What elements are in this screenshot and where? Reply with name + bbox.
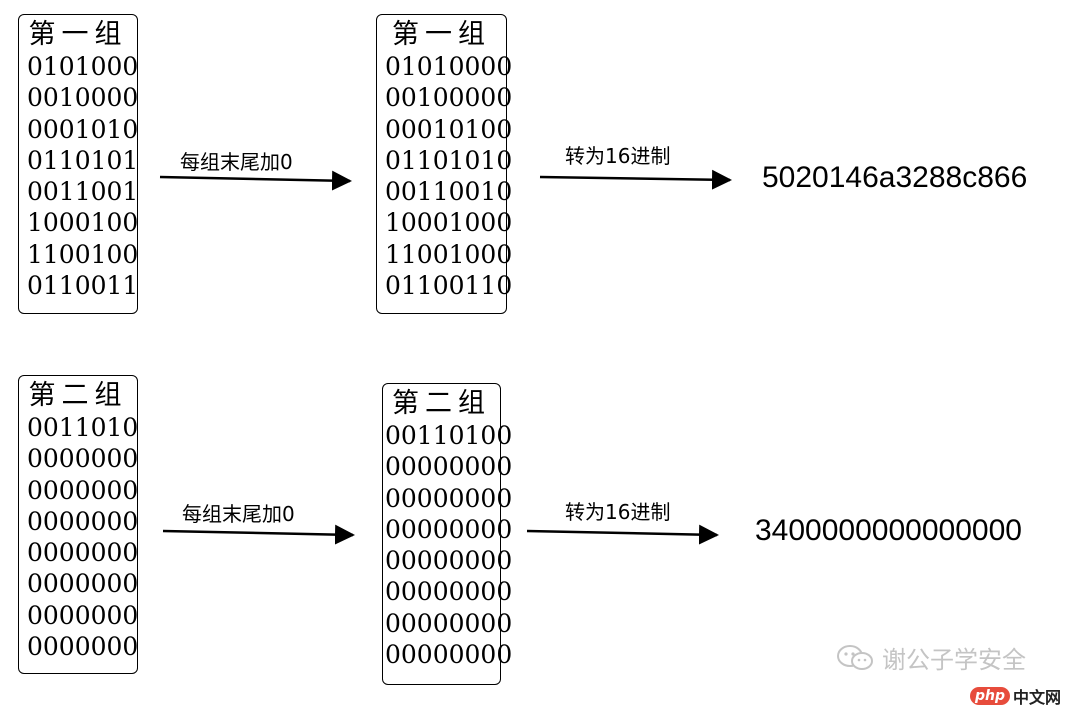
group1-padded-row: 00110010 — [385, 177, 513, 207]
group2-padded-row: 00000000 — [385, 483, 513, 513]
group2-padded-row: 00000000 — [385, 608, 513, 638]
watermark-text: 谢公子学安全 — [882, 646, 1026, 674]
group1-hex-result: 5020146a3288c866 — [762, 161, 1028, 194]
group1-original-row: 0011001 — [27, 177, 139, 207]
group1-padded-row: 01100110 — [385, 271, 513, 301]
php-badge: php — [970, 687, 1011, 705]
wechat-icon — [836, 644, 876, 678]
group1-step2-label: 转为16进制 — [565, 144, 671, 168]
group2-original-row: 0000000 — [27, 475, 139, 505]
group1-original-title: 第一组 — [28, 19, 128, 50]
group1-step2-arrow — [539, 169, 732, 190]
group2-original-row: 0011010 — [27, 413, 139, 442]
group1-original-row: 0101000 — [27, 52, 139, 81]
group2-padded-row: 00000000 — [385, 514, 513, 544]
group1-step1-label: 每组末尾加0 — [180, 150, 293, 174]
group2-original-title: 第二组 — [28, 380, 128, 411]
group2-original-box: 第二组 0011010 0000000 0000000 0000000 0000… — [18, 375, 138, 674]
group1-original-row: 0001010 — [27, 114, 139, 144]
group1-padded-row: 11001000 — [385, 239, 513, 269]
group2-step1-arrow — [162, 524, 355, 545]
group2-original-row: 0000000 — [27, 632, 139, 662]
group1-padded-title: 第一组 — [392, 19, 491, 50]
group1-original-row: 1000100 — [27, 208, 139, 238]
group1-original-row: 0110011 — [27, 271, 139, 301]
php-cn-logo: php 中文网 — [970, 684, 1061, 708]
group1-padded-row: 00010100 — [385, 114, 513, 144]
group2-original-row: 0000000 — [27, 600, 139, 630]
group1-original-box: 第一组 0101000 0010000 0001010 0110101 0011… — [18, 14, 138, 314]
group1-original-row: 0010000 — [27, 83, 139, 113]
group1-padded-row: 10001000 — [385, 208, 513, 238]
group2-padded-row: 00000000 — [385, 640, 513, 670]
group2-padded-box: 第二组 00110100 00000000 00000000 00000000 … — [382, 383, 513, 685]
group2-padded-title: 第二组 — [392, 388, 491, 419]
group2-step2-arrow — [526, 524, 719, 545]
logo-text: 中文网 — [1013, 688, 1062, 707]
group2-padded-row: 00000000 — [385, 452, 513, 482]
group1-step1-arrow — [159, 170, 352, 191]
group2-padded-row: 00110100 — [385, 421, 513, 450]
group2-original-row: 0000000 — [27, 569, 139, 599]
group2-original-row: 0000000 — [27, 538, 139, 568]
group1-padded-row: 01010000 — [385, 52, 513, 81]
group1-original-row: 0110101 — [27, 145, 139, 175]
watermark: 谢公子学安全 — [836, 640, 1026, 678]
group2-original-row: 0000000 — [27, 506, 139, 536]
group1-padded-box: 第一组 01010000 00100000 00010100 01101010 … — [376, 14, 513, 314]
group2-original-row: 0000000 — [27, 444, 139, 474]
group1-padded-row: 00100000 — [385, 83, 513, 113]
group1-padded-row: 01101010 — [385, 145, 513, 175]
group2-padded-row: 00000000 — [385, 546, 513, 576]
group1-original-row: 1100100 — [27, 239, 139, 269]
group2-step2-label: 转为16进制 — [565, 500, 671, 524]
group2-step1-label: 每组末尾加0 — [182, 502, 295, 526]
group2-hex-result: 3400000000000000 — [755, 514, 1022, 547]
group2-padded-row: 00000000 — [385, 577, 513, 607]
